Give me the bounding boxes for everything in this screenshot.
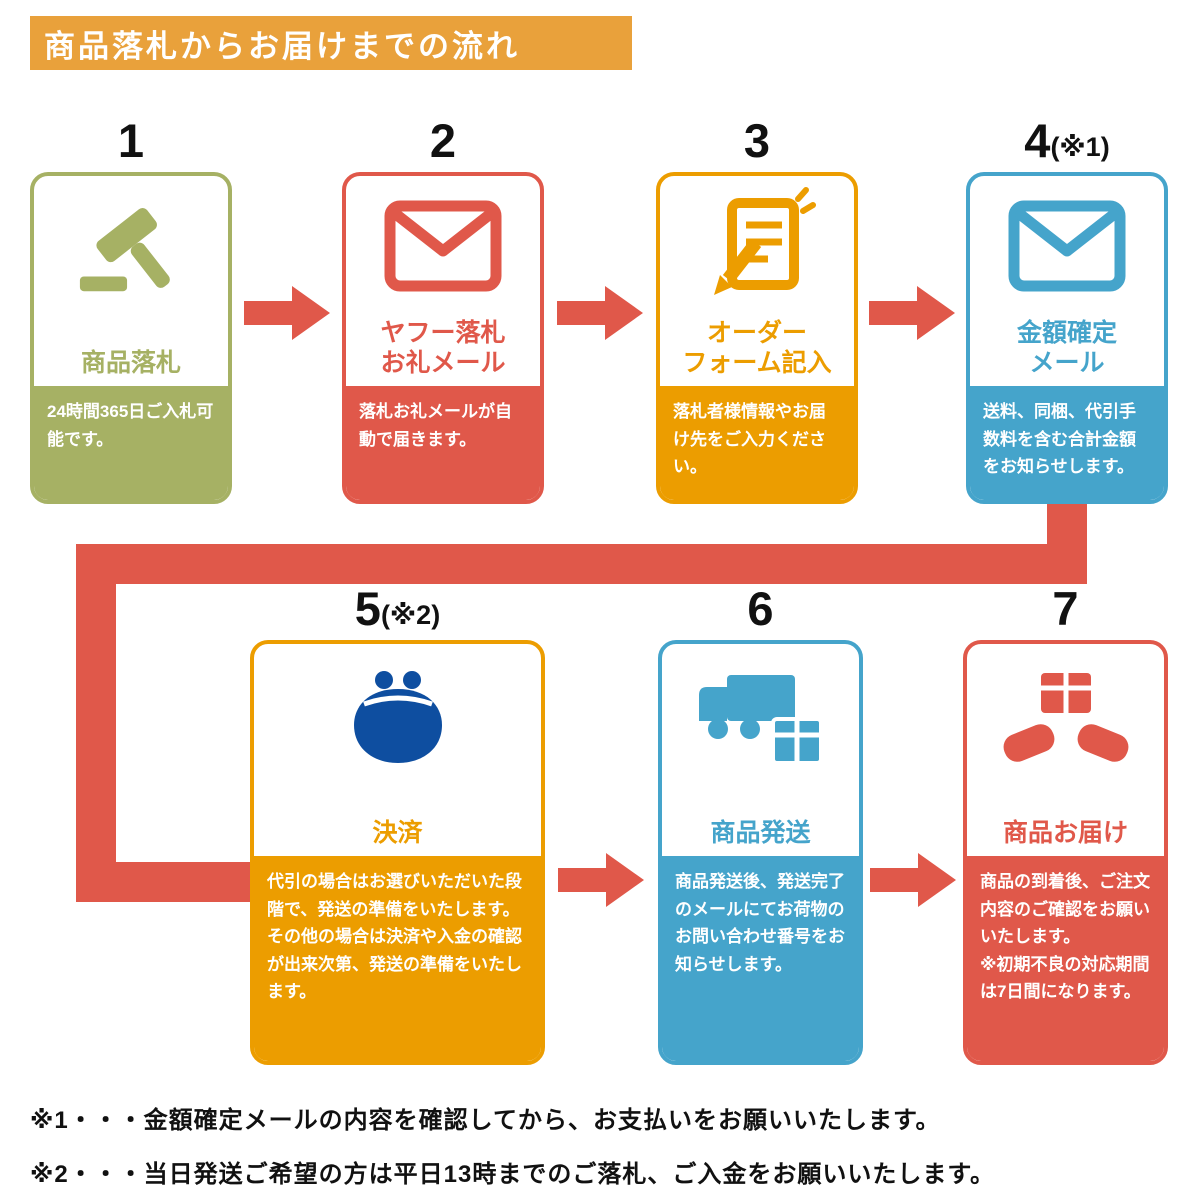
truck-box-icon	[662, 644, 859, 794]
arrow-right-icon	[558, 851, 644, 909]
step-title: オーダー フォーム記入	[682, 319, 832, 377]
flow-connector-down	[1047, 498, 1087, 548]
pencil-form-icon	[660, 176, 854, 316]
step-title: ヤフー落札 お礼メール	[380, 319, 506, 377]
step-title: 商品落札	[80, 348, 181, 377]
step-card: 決済 代引の場合はお選びいただいた段階で、発送の準備をいたします。 その他の場合…	[250, 640, 545, 1065]
step-title: 金額確定 メール	[1016, 319, 1117, 377]
page-title: 商品落札からお届けまでの流れ	[44, 28, 520, 64]
step-6-shipping: 6 商品発送 商品発送	[658, 576, 863, 1065]
arrow-right-icon	[870, 851, 956, 909]
step-number: 1	[117, 114, 145, 167]
step-description: 商品発送後、発送完了のメールにてお荷物のお問い合わせ番号をお知らせします。	[662, 856, 859, 1061]
arrow-right-icon	[244, 284, 330, 342]
step-card: 商品発送 商品発送後、発送完了のメールにてお荷物のお問い合わせ番号をお知らせしま…	[658, 640, 863, 1065]
step-title: 決済	[372, 818, 423, 847]
mail-icon	[346, 176, 540, 316]
step-1-auction-won: 1 商品落札 24時間365日ご入札可能です。	[30, 108, 232, 504]
step-description: 落札お礼メールが自動で届きます。	[346, 386, 540, 500]
step-title: 商品お届け	[1002, 818, 1128, 847]
step-card: 商品落札 24時間365日ご入札可能です。	[30, 172, 232, 504]
step-7-delivery: 7 商品お届け 商品の到着後、ご注文内容のご確認をお願いいたします。 ※初	[963, 576, 1168, 1065]
gavel-icon	[34, 176, 228, 316]
step-card: 金額確定 メール 送料、同梱、代引手数料を含む合計金額をお知らせします。	[966, 172, 1168, 504]
step-5-payment: 5(※2) 決済 代引の場合はお選びいただいた段階で、発送の準備をいたします。 …	[250, 576, 545, 1065]
step-description: 24時間365日ご入札可能です。	[34, 386, 228, 500]
step-number: 2	[429, 114, 457, 167]
flow-connector-left-down	[76, 544, 116, 902]
footnote-2: ※2・・・当日発送ご希望の方は平日13時までのご落札、ご入金をお願いいたします。	[30, 1161, 995, 1188]
coin-purse-icon	[254, 644, 541, 794]
page-title-banner: 商品落札からお届けまでの流れ	[30, 16, 632, 70]
step-4-price-mail: 4(※1) 金額確定 メール 送料、同梱、代引手数料を含む合計金額をお知らせしま…	[966, 108, 1168, 504]
step-2-thanks-mail: 2 ヤフー落札 お礼メール 落札お礼メールが自動で届きます。	[342, 108, 544, 504]
step-number: 5(※2)	[354, 582, 441, 635]
step-title: 商品発送	[710, 818, 811, 847]
step-description: 落札者様情報やお届け先をご入力ください。	[660, 386, 854, 500]
step-card: ヤフー落札 お礼メール 落札お礼メールが自動で届きます。	[342, 172, 544, 504]
hands-package-icon	[967, 644, 1164, 794]
step-number: 4(※1)	[1024, 114, 1110, 167]
footnote-1: ※1・・・金額確定メールの内容を確認してから、お支払いをお願いいたします。	[30, 1107, 941, 1134]
step-card: オーダー フォーム記入 落札者様情報やお届け先をご入力ください。	[656, 172, 858, 504]
arrow-right-icon	[557, 284, 643, 342]
step-3-order-form: 3 オーダー フォーム記入 落札者様情報やお	[656, 108, 858, 504]
step-number: 6	[747, 582, 774, 635]
step-number: 7	[1052, 582, 1079, 635]
step-description: 代引の場合はお選びいただいた段階で、発送の準備をいたします。 その他の場合は決済…	[254, 856, 541, 1061]
mail-icon	[970, 176, 1164, 316]
step-description: 商品の到着後、ご注文内容のご確認をお願いいたします。 ※初期不良の対応期間は7日…	[967, 856, 1164, 1061]
flow-connector-across	[76, 544, 1087, 584]
step-description: 送料、同梱、代引手数料を含む合計金額をお知らせします。	[970, 386, 1164, 500]
step-card: 商品お届け 商品の到着後、ご注文内容のご確認をお願いいたします。 ※初期不良の対…	[963, 640, 1168, 1065]
flow-connector-into-step5	[76, 862, 258, 902]
arrow-right-icon	[869, 284, 955, 342]
step-number: 3	[743, 114, 771, 167]
